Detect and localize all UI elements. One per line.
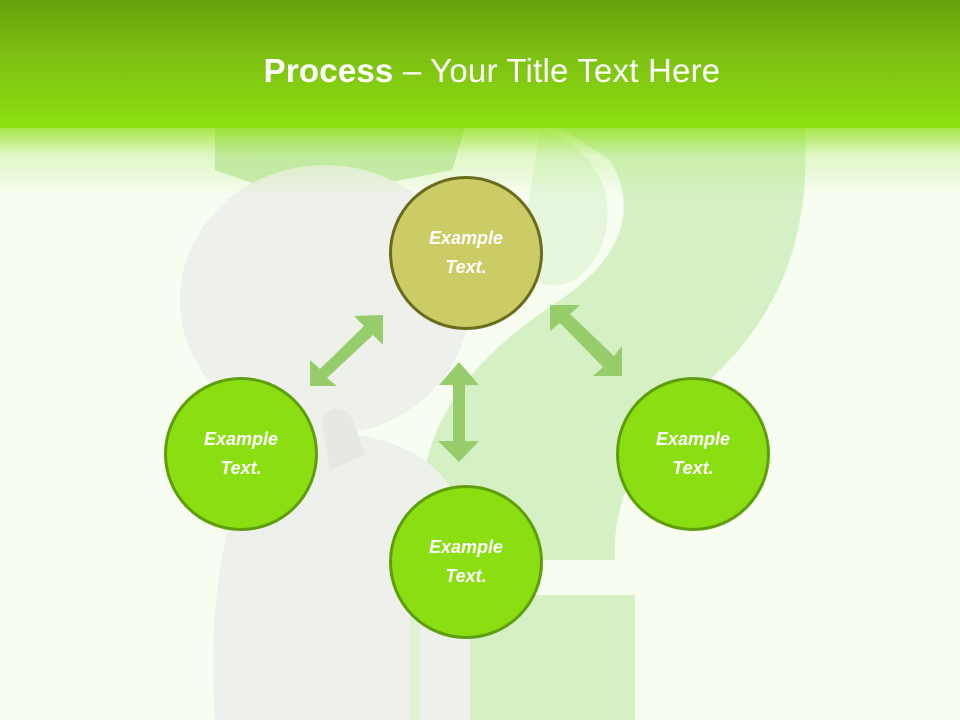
node-label-line1: Example [203, 429, 279, 449]
node-label-line1: Example [655, 429, 731, 449]
node-label-line2: Text. [445, 257, 487, 277]
process-node-left[interactable]: Example Text. [164, 377, 318, 531]
slide-title: Process – Your Title Text Here [0, 52, 960, 90]
node-label-line1: Example [428, 228, 504, 248]
node-label-line2: Text. [445, 566, 487, 586]
node-label-line2: Text. [672, 458, 714, 478]
process-node-top[interactable]: Example Text. [389, 176, 543, 330]
node-label-line2: Text. [220, 458, 262, 478]
title-bar [0, 0, 960, 128]
node-label-line1: Example [428, 537, 504, 557]
title-bold: Process [263, 52, 394, 89]
title-rest: – Your Title Text Here [393, 52, 721, 89]
process-node-bottom[interactable]: Example Text. [389, 485, 543, 639]
process-node-right[interactable]: Example Text. [616, 377, 770, 531]
